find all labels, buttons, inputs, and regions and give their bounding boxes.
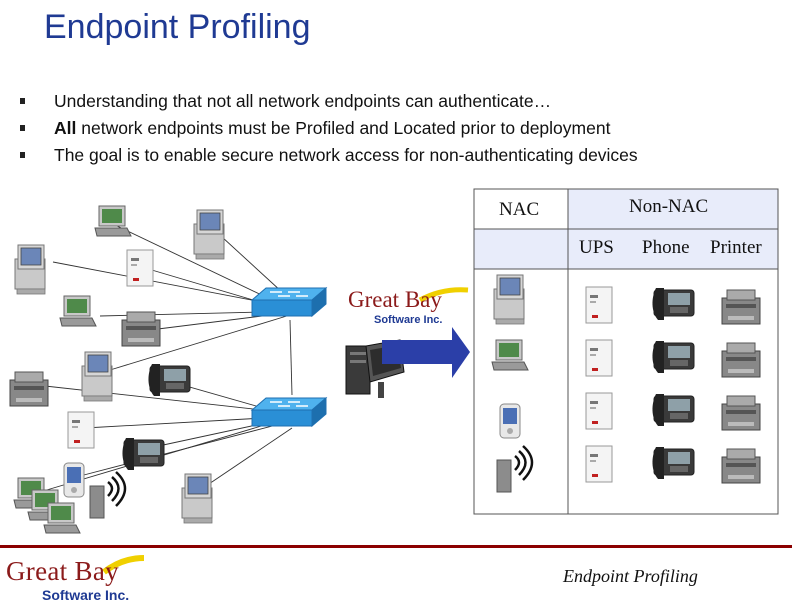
diagram-logo: Great Bay Software Inc. [348, 287, 442, 326]
ups-icon [585, 286, 613, 324]
network-switch-icon [251, 397, 327, 427]
ip-phone-icon [147, 363, 191, 397]
desktop-pc-icon [181, 473, 213, 524]
ip-phone-icon [651, 340, 695, 374]
non-nac-header: Non-NAC [629, 196, 709, 217]
ip-phone-icon [121, 437, 165, 471]
footer-logo-name: Great Bay [6, 556, 119, 586]
printer-icon [121, 311, 161, 347]
printer-icon [721, 289, 761, 325]
laptop-icon [94, 205, 132, 237]
column-header-ups: UPS [579, 237, 614, 258]
footer-logo-swoosh-icon [102, 555, 145, 575]
bullet-marker [20, 152, 25, 158]
bullet-item: All network endpoints must be Profiled a… [20, 117, 780, 144]
bullet-item: The goal is to enable secure network acc… [20, 144, 780, 171]
bullet-text: The goal is to enable secure network acc… [54, 145, 638, 165]
wireless-access-point-icon [88, 470, 127, 520]
ups-icon [585, 392, 613, 430]
bullet-text: Understanding that not all network endpo… [54, 91, 552, 111]
desktop-pc-icon [493, 274, 525, 325]
footer-title: Endpoint Profiling [563, 566, 698, 586]
column-header-phone: Phone [642, 237, 690, 258]
column-header-printer: Printer [710, 237, 762, 258]
desktop-pc-icon [193, 209, 225, 260]
printer-icon [721, 448, 761, 484]
footer-divider [0, 545, 792, 548]
pda-icon [63, 462, 85, 498]
ups-icon [585, 445, 613, 483]
logo-name: Great Bay [348, 287, 442, 312]
printer-icon [721, 395, 761, 431]
ip-phone-icon [651, 287, 695, 321]
ups-icon [126, 249, 154, 287]
logo-swoosh-icon [418, 287, 469, 303]
ups-icon [585, 339, 613, 377]
arrow-icon [382, 327, 470, 378]
bullet-list: Understanding that not all network endpo… [20, 90, 780, 171]
ups-icon [67, 411, 95, 449]
ip-phone-icon [651, 446, 695, 480]
ip-phone-icon [651, 393, 695, 427]
nac-header: NAC [499, 199, 540, 220]
laptop-icon [43, 502, 81, 534]
printer-icon [721, 342, 761, 378]
printer-icon [9, 371, 49, 407]
logo-subtitle: Software Inc. [374, 314, 443, 326]
pda-icon [499, 403, 521, 439]
bullet-text: All network endpoints must be Profiled a… [54, 118, 611, 138]
desktop-pc-icon [14, 244, 46, 295]
desktop-pc-icon [81, 351, 113, 402]
bullet-marker [20, 125, 25, 131]
slide-title: Endpoint Profiling [44, 8, 311, 46]
network-switch-icon [251, 287, 327, 317]
footer-logo-subtitle: Software Inc. [42, 587, 130, 603]
bullet-item: Understanding that not all network endpo… [20, 90, 780, 117]
bullet-marker [20, 98, 25, 104]
laptop-icon [59, 295, 97, 327]
footer-logo: Great Bay Software Inc. [6, 556, 129, 603]
